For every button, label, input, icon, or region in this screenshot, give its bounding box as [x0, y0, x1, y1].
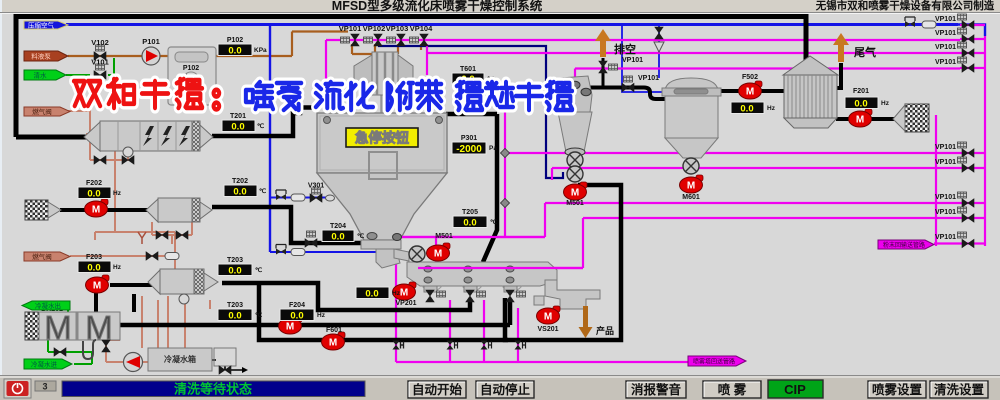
svg-text:Pa: Pa — [489, 145, 497, 152]
svg-text:F502: F502 — [742, 74, 758, 81]
svg-text:M601: M601 — [682, 194, 700, 201]
svg-text:VP101: VP101 — [622, 57, 643, 64]
svg-text:0.0: 0.0 — [854, 99, 867, 110]
svg-text:℃: ℃ — [255, 266, 263, 274]
svg-text:0.0: 0.0 — [463, 218, 476, 229]
svg-text:VP201: VP201 — [395, 300, 416, 307]
svg-text:VP101: VP101 — [935, 234, 956, 241]
svg-text:0.0: 0.0 — [365, 289, 378, 300]
svg-text:-2000: -2000 — [456, 144, 482, 155]
svg-text:0.0: 0.0 — [231, 122, 244, 133]
svg-text:燃气阀: 燃气阀 — [32, 252, 52, 261]
svg-text:喷 雾: 喷 雾 — [718, 382, 747, 397]
svg-text:VP101: VP101 — [935, 30, 956, 37]
svg-text:Hz: Hz — [317, 312, 326, 319]
svg-text:P101: P101 — [142, 37, 160, 46]
svg-text:Hz: Hz — [113, 190, 122, 197]
svg-text:KPa: KPa — [254, 47, 267, 54]
svg-text:F601: F601 — [326, 327, 342, 334]
svg-text:0.0: 0.0 — [87, 189, 100, 200]
svg-text:T205: T205 — [462, 209, 478, 216]
svg-text:℃: ℃ — [490, 218, 498, 226]
svg-text:Hz: Hz — [881, 100, 890, 107]
svg-text:清洗等待状态: 清洗等待状态 — [174, 382, 252, 397]
svg-text:0.0: 0.0 — [331, 232, 344, 243]
svg-text:排空: 排空 — [614, 42, 636, 56]
svg-text:℃: ℃ — [357, 232, 365, 240]
svg-text:VP101: VP101 — [935, 144, 956, 151]
svg-text:0.0: 0.0 — [290, 311, 303, 322]
svg-text:3: 3 — [42, 382, 47, 392]
svg-text:料液泵: 料液泵 — [31, 52, 51, 61]
svg-text:无锡市双和喷雾干燥设备有限公司制造: 无锡市双和喷雾干燥设备有限公司制造 — [815, 0, 995, 12]
svg-text:M: M — [44, 309, 72, 346]
svg-text:冷凝水出: 冷凝水出 — [35, 301, 61, 310]
svg-text:M501: M501 — [566, 200, 584, 207]
svg-text:0.0: 0.0 — [228, 266, 241, 277]
svg-text:0.0: 0.0 — [228, 311, 241, 322]
svg-text:M501: M501 — [435, 233, 453, 240]
svg-text:自动停止: 自动停止 — [480, 382, 531, 397]
svg-text:0.0: 0.0 — [740, 104, 753, 115]
svg-text:清水: 清水 — [34, 71, 48, 80]
svg-text:VP104: VP104 — [410, 24, 433, 33]
svg-text:压缩空气: 压缩空气 — [28, 21, 55, 30]
svg-text:T204: T204 — [330, 223, 346, 230]
svg-text:P301: P301 — [461, 135, 477, 142]
svg-text:V101: V101 — [91, 58, 109, 67]
svg-text:冷凝水箱: 冷凝水箱 — [164, 354, 196, 364]
svg-text:消报警音: 消报警音 — [631, 382, 682, 397]
svg-text:急停按钮: 急停按钮 — [355, 130, 409, 146]
svg-text:VP101: VP101 — [339, 24, 362, 33]
svg-text:VS201: VS201 — [537, 326, 558, 333]
svg-text:VP101: VP101 — [935, 16, 956, 23]
svg-text:MFSD型多级流化床喷雾干燥控制系统: MFSD型多级流化床喷雾干燥控制系统 — [332, 0, 543, 13]
svg-text:P102: P102 — [183, 65, 199, 72]
svg-text:CIP: CIP — [784, 382, 806, 397]
svg-text:VP101: VP101 — [935, 194, 956, 201]
svg-text:燃气阀: 燃气阀 — [32, 107, 52, 116]
svg-text:0.0: 0.0 — [228, 46, 241, 57]
svg-text:Hz: Hz — [113, 264, 122, 271]
svg-text:清洗设置: 清洗设置 — [934, 382, 985, 397]
svg-text:T203: T203 — [227, 257, 243, 264]
svg-text:VP103: VP103 — [386, 24, 409, 33]
svg-text:T601: T601 — [460, 66, 476, 73]
svg-text:P102: P102 — [227, 37, 243, 44]
svg-text:Hz: Hz — [767, 105, 776, 112]
svg-text:VP101: VP101 — [935, 59, 956, 66]
svg-text:VP101: VP101 — [935, 209, 956, 216]
svg-text:℃: ℃ — [259, 187, 267, 195]
svg-text:Hz: Hz — [392, 290, 401, 297]
svg-text:0.0: 0.0 — [233, 187, 246, 198]
svg-text:粉末回输送管路: 粉末回输送管路 — [883, 241, 925, 249]
svg-text:℃: ℃ — [257, 122, 265, 130]
svg-text:V102: V102 — [91, 38, 109, 47]
svg-text:℃: ℃ — [255, 311, 263, 319]
svg-text:冷凝水进: 冷凝水进 — [31, 360, 58, 369]
svg-text:V301: V301 — [308, 183, 324, 190]
svg-text:VP101: VP101 — [935, 159, 956, 166]
svg-text:VP102: VP102 — [363, 24, 386, 33]
svg-text:F203: F203 — [86, 254, 102, 261]
svg-text:VP101: VP101 — [935, 44, 956, 51]
svg-text:产品: 产品 — [596, 325, 614, 336]
svg-text:喷雾塔回送管路: 喷雾塔回送管路 — [693, 358, 735, 366]
svg-text:VP101: VP101 — [638, 75, 659, 82]
svg-text:F204: F204 — [289, 302, 305, 309]
svg-text:0.0: 0.0 — [87, 263, 100, 274]
svg-text:喷雾设置: 喷雾设置 — [872, 382, 923, 397]
svg-text:F202: F202 — [86, 180, 102, 187]
svg-text:T203: T203 — [227, 302, 243, 309]
svg-text:自动开始: 自动开始 — [412, 382, 463, 397]
svg-text:T202: T202 — [232, 178, 248, 185]
svg-text:尾气: 尾气 — [853, 45, 876, 59]
svg-text:T201: T201 — [230, 113, 246, 120]
svg-text:F201: F201 — [853, 88, 869, 95]
